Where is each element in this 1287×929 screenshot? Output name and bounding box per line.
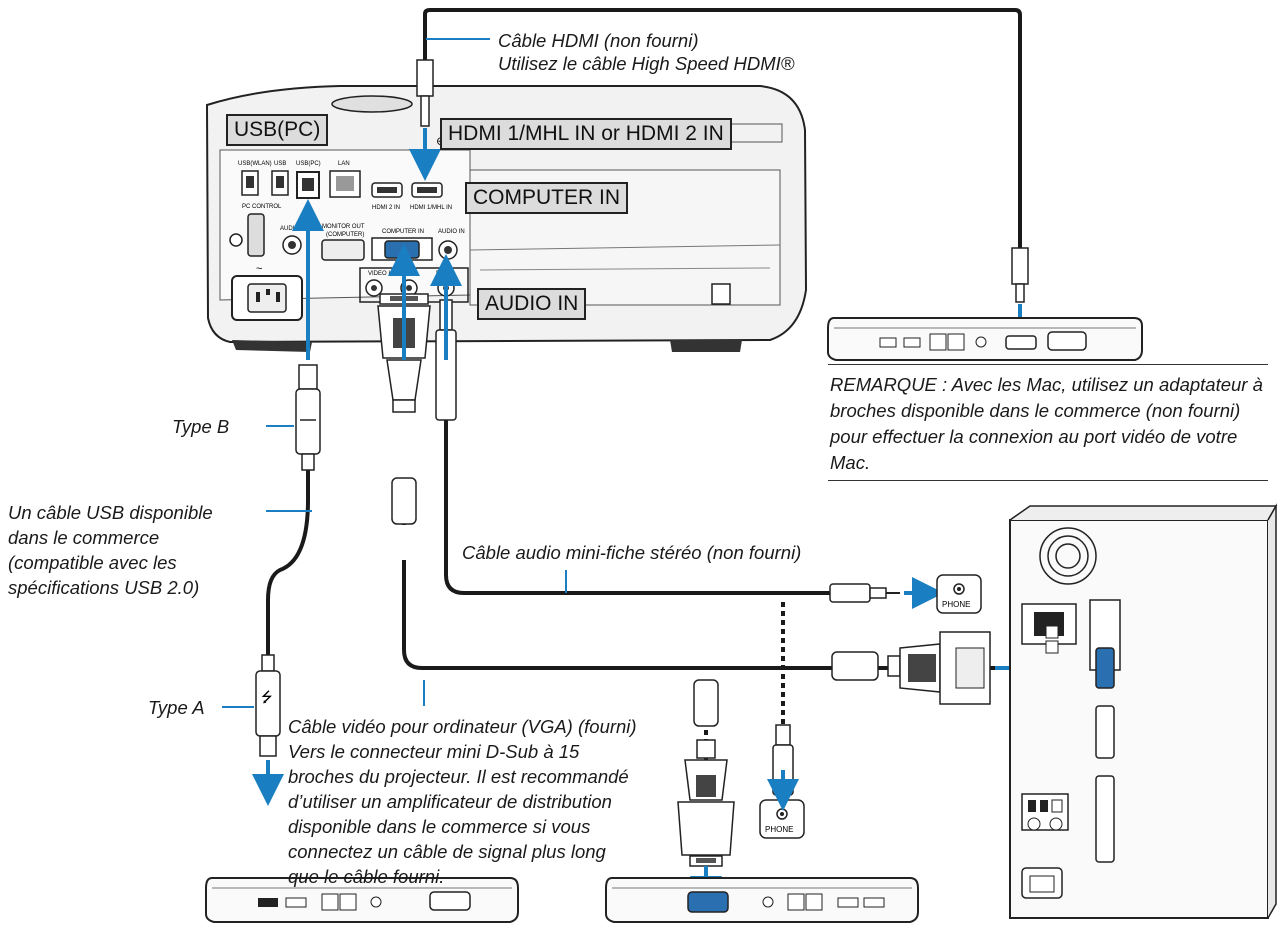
usb-type-a-label: Type A <box>148 697 205 718</box>
alt-vga-cable <box>677 679 735 867</box>
vga-caption-line3: broches du projecteur. Il est recommandé <box>288 766 629 787</box>
laptop-vga <box>605 877 919 923</box>
audio-in-label: AUDIO IN <box>477 288 587 320</box>
phone-label-bottom: PHONE <box>765 825 793 834</box>
vga-caption-line2: Vers le connecteur mini D-Sub à 15 <box>288 741 580 762</box>
hdmi-cable-caption-line1: Câble HDMI (non fourni) <box>498 30 699 51</box>
computer-in-label: COMPUTER IN <box>465 182 628 214</box>
hdmi-cable <box>416 8 1029 303</box>
lan-caption: LAN <box>338 161 350 167</box>
usb-type-b-label: Type B <box>172 416 230 437</box>
phone-label-top: PHONE <box>942 600 970 609</box>
alt-audio-cable <box>772 602 794 796</box>
svg-text:⭍: ⭍ <box>261 690 273 706</box>
usb-caption: USB <box>274 161 286 167</box>
phone-jack-bottom: PHONE <box>759 799 805 839</box>
video-in-caption: VIDEO IN <box>368 271 394 277</box>
usb-pc-label: USB(PC) <box>226 114 329 146</box>
remark-rule-bottom <box>828 480 1268 481</box>
security-slot <box>711 283 731 305</box>
vga-caption-line1: Câble vidéo pour ordinateur (VGA) (fourn… <box>288 716 637 737</box>
audio-r-caption: R <box>436 271 441 277</box>
vga-caption-line6: connectez un câble de signal plus long <box>288 841 606 862</box>
usb-cable-caption-line2: dans le commerce <box>8 527 160 548</box>
pc-control-port <box>247 213 265 257</box>
monitor-out-port <box>321 239 365 261</box>
computer-in-port <box>384 240 420 259</box>
audio-cable-caption: Câble audio mini-fiche stéréo (non fourn… <box>462 542 802 563</box>
audio-in-caption: AUDIO IN <box>438 229 465 235</box>
svg-text:~: ~ <box>256 263 262 275</box>
lan-port <box>329 170 361 198</box>
usb-cable-caption-line1: Un câble USB disponible <box>8 502 213 523</box>
usb-cable-caption-line4: spécifications USB 2.0) <box>8 577 200 598</box>
desktop-pc <box>1009 503 1278 919</box>
vga-caption-line7: que le câble fourni. <box>288 866 445 887</box>
vga-caption-line5: disponible dans le commerce si vous <box>288 816 591 837</box>
usb-cable-caption-line3: (compatible avec les <box>8 552 177 573</box>
remark-rule-top <box>828 364 1268 365</box>
pc-control-caption: PC CONTROL <box>242 204 282 210</box>
laptop-usb <box>205 877 519 923</box>
phone-jack-top: PHONE <box>936 574 982 614</box>
monitor-out-caption: MONITOR OUT <box>322 224 365 230</box>
usb-wlan-caption: USB(WLAN) <box>238 161 272 167</box>
usb-cable: ⭍ <box>255 364 321 757</box>
computer-in-caption: COMPUTER IN <box>382 229 424 235</box>
hdmi-in-label: HDMI 1/MHL IN or HDMI 2 IN <box>440 118 732 150</box>
monitor-out-sub-caption: (COMPUTER) <box>326 232 364 238</box>
hdmi2-caption: HDMI 2 IN <box>372 205 400 211</box>
laptop-hdmi <box>827 317 1143 361</box>
hdmi1-caption: HDMI 1/MHL IN <box>410 205 452 211</box>
remark-text: REMARQUE : Avec les Mac, utilisez un ada… <box>830 374 1263 473</box>
usb-pc-caption: USB(PC) <box>296 161 321 167</box>
hdmi-cable-caption-line2: Utilisez le câble High Speed HDMI® <box>498 53 795 74</box>
vga-caption-line4: d’utiliser un amplificateur de distribut… <box>288 791 612 812</box>
